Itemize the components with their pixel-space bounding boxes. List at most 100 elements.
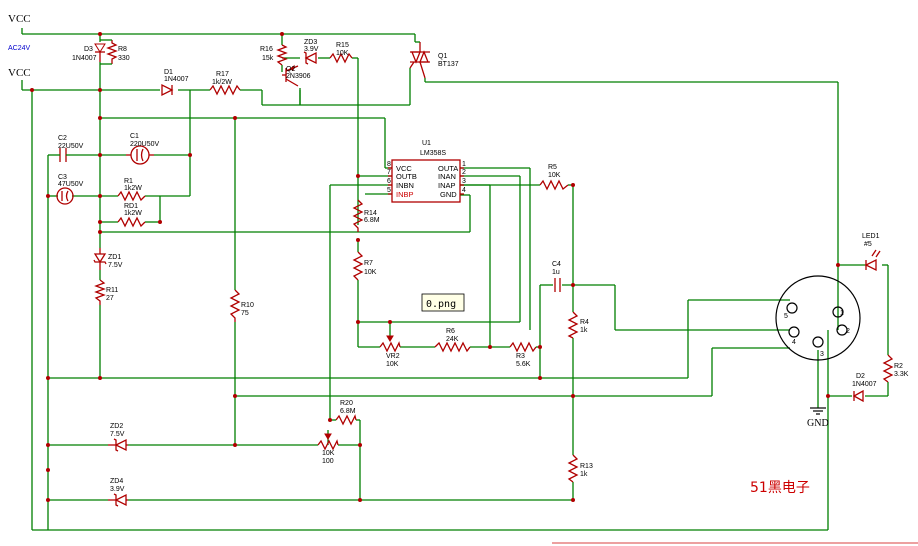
r5-ref: R5 bbox=[548, 164, 557, 171]
zd2-value: 7.5V bbox=[110, 431, 125, 438]
r15-value: 10K bbox=[336, 50, 349, 57]
vr1-value: 100 bbox=[322, 458, 334, 465]
r4-value: 1k bbox=[580, 327, 588, 334]
rd1-ref: RD1 bbox=[124, 203, 138, 210]
d2-value: 1N4007 bbox=[852, 381, 877, 388]
led1-ref: LED1 bbox=[862, 233, 880, 240]
ground-symbol bbox=[810, 407, 826, 415]
ic-pinnum-5: 5 bbox=[387, 187, 391, 194]
zener-zd4 bbox=[108, 493, 128, 507]
resistor-r16 bbox=[276, 44, 288, 66]
ic-pin-gnd: GND bbox=[440, 190, 457, 199]
r17-value: 1k/2W bbox=[212, 79, 232, 86]
d1-ref: D1 bbox=[164, 69, 173, 76]
resistor-r15 bbox=[329, 52, 353, 64]
diode-d1 bbox=[161, 83, 174, 97]
q2-ref: Q2 bbox=[286, 66, 295, 73]
r13-value: 1k bbox=[580, 471, 588, 478]
q2-value: 2N3906 bbox=[286, 73, 311, 80]
r14-ref: R14 bbox=[364, 210, 377, 217]
resistor-r6 bbox=[434, 341, 471, 353]
wires bbox=[21, 28, 918, 544]
capacitor-c4 bbox=[554, 278, 561, 292]
resistor-r4 bbox=[567, 311, 579, 339]
r1-ref: R1 bbox=[124, 178, 133, 185]
vcc-mid-label: VCC bbox=[8, 67, 31, 79]
r2-value: 3.3K bbox=[894, 371, 909, 378]
ac-label: AC24V bbox=[8, 45, 31, 52]
connector-pin-4: 4 bbox=[792, 339, 796, 346]
resistor-r2 bbox=[882, 354, 894, 383]
resistor-r8 bbox=[100, 39, 118, 65]
resistor-r11 bbox=[94, 279, 106, 305]
potentiometer-vr1 bbox=[317, 433, 339, 451]
resistor-r17 bbox=[209, 84, 241, 96]
r3-ref: R3 bbox=[516, 353, 525, 360]
resistor-r20 bbox=[335, 414, 357, 426]
r17-ref: R17 bbox=[216, 71, 229, 78]
resistor-r5 bbox=[539, 179, 569, 191]
q1-value: BT137 bbox=[438, 61, 459, 68]
capacitor-c2 bbox=[58, 148, 70, 162]
ic-pinnum-7: 7 bbox=[387, 169, 391, 176]
r7-ref: R7 bbox=[364, 260, 373, 267]
zd2-ref: ZD2 bbox=[110, 423, 123, 430]
c3-ref: C3 bbox=[58, 174, 67, 181]
r14-value: 6.8M bbox=[364, 217, 380, 224]
r20-value: 6.8M bbox=[340, 408, 356, 415]
r10-ref: R10 bbox=[241, 302, 254, 309]
r8-ref: R8 bbox=[118, 46, 127, 53]
d3-ref: D3 bbox=[84, 46, 93, 53]
vr2-ref: VR2 bbox=[386, 353, 400, 360]
u1-ref: U1 bbox=[422, 140, 431, 147]
ic-u1 bbox=[388, 159, 464, 203]
image-label-text: 0.png bbox=[426, 299, 456, 310]
resistor-rd1 bbox=[117, 216, 146, 228]
r7-value: 10K bbox=[364, 269, 377, 276]
junctions bbox=[30, 32, 840, 502]
zd1-ref: ZD1 bbox=[108, 254, 121, 261]
led1-value: #5 bbox=[864, 241, 872, 248]
ic-pinnum-4: 4 bbox=[462, 187, 466, 194]
d2-ref: D2 bbox=[856, 373, 865, 380]
diode-d3 bbox=[94, 43, 106, 62]
c3-value: 47U50V bbox=[58, 181, 84, 188]
potentiometer-vr2 bbox=[379, 335, 401, 353]
resistor-r13 bbox=[567, 454, 579, 483]
c2-value: 22U50V bbox=[58, 143, 84, 150]
vcc-top-label: VCC bbox=[8, 13, 31, 25]
r5-value: 10K bbox=[548, 172, 561, 179]
zd3-value: 3.9V bbox=[304, 46, 319, 53]
r3-value: 5.6K bbox=[516, 361, 531, 368]
ic-pin-inan: INAN bbox=[438, 172, 456, 181]
image-label-box: 0.png bbox=[421, 293, 465, 312]
ic-pinnum-3: 3 bbox=[462, 178, 466, 185]
r1-value: 1k2W bbox=[124, 185, 142, 192]
c4-value: 1u bbox=[552, 269, 560, 276]
connector-pin-2: 2 bbox=[846, 328, 850, 335]
capacitor-c1 bbox=[126, 145, 154, 165]
r2-ref: R2 bbox=[894, 363, 903, 370]
zd3-ref: ZD3 bbox=[304, 39, 317, 46]
brand-watermark: 51黑电子 bbox=[750, 480, 810, 496]
resistor-r14 bbox=[352, 199, 364, 232]
r20-ref: R20 bbox=[340, 400, 353, 407]
resistor-r10 bbox=[229, 289, 241, 322]
vr2-value: 10K bbox=[386, 361, 399, 368]
d1-value: 1N4007 bbox=[164, 76, 189, 83]
ic-pin-outa: OUTA bbox=[438, 164, 458, 173]
r11-value: 27 bbox=[106, 295, 114, 302]
zener-zd3 bbox=[303, 51, 317, 65]
gnd-label: GND bbox=[807, 418, 829, 429]
zener-zd2 bbox=[108, 438, 128, 452]
r6-value: 24K bbox=[446, 336, 459, 343]
diode-d2 bbox=[852, 389, 864, 403]
connector-pin-5: 5 bbox=[784, 313, 788, 320]
connector-pin-3: 3 bbox=[820, 351, 824, 358]
connector-pin-1: 1 bbox=[840, 310, 844, 317]
ic-pinnum-6: 6 bbox=[387, 178, 391, 185]
ic-pinnum-2: 2 bbox=[462, 169, 466, 176]
c1-value: 220U50V bbox=[130, 141, 160, 148]
c1-ref: C1 bbox=[130, 133, 139, 140]
r6-ref: R6 bbox=[446, 328, 455, 335]
